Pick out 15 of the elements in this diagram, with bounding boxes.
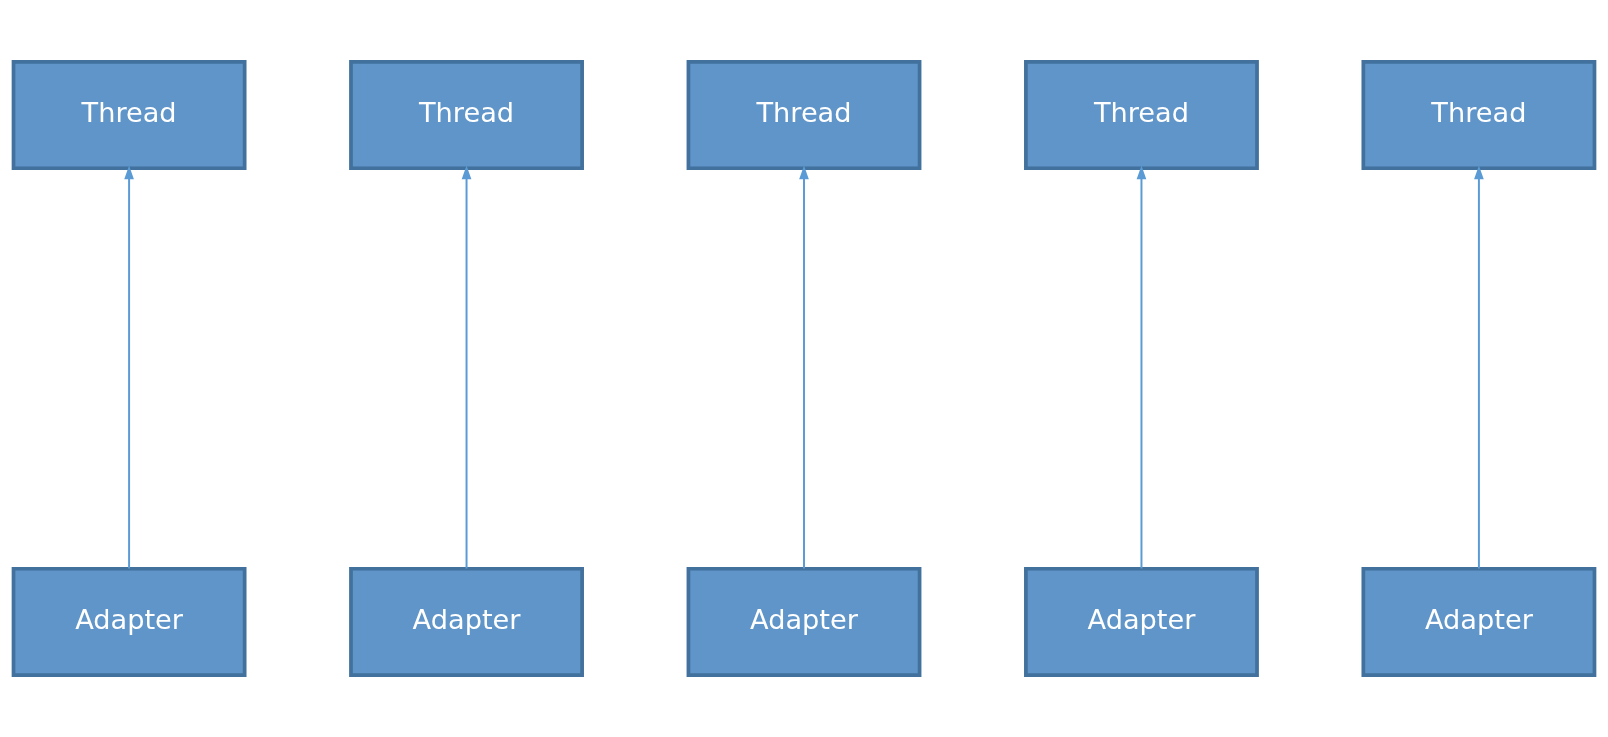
- arrow: [124, 165, 134, 570]
- node-box: Adapter: [349, 566, 584, 677]
- node-box: Adapter: [1024, 566, 1259, 677]
- arrow: [1136, 165, 1147, 570]
- node-box: Thread: [1361, 60, 1597, 171]
- node-box: Thread: [11, 60, 247, 171]
- arrow: [1474, 165, 1484, 570]
- node-box: Adapter: [1361, 566, 1597, 677]
- node-box: Adapter: [11, 566, 247, 677]
- node-box: Adapter: [686, 566, 922, 677]
- node-box: Thread: [686, 60, 922, 171]
- arrow: [461, 165, 472, 570]
- arrow: [799, 165, 809, 570]
- node-box: Thread: [1024, 60, 1259, 171]
- node-box: Thread: [349, 60, 584, 171]
